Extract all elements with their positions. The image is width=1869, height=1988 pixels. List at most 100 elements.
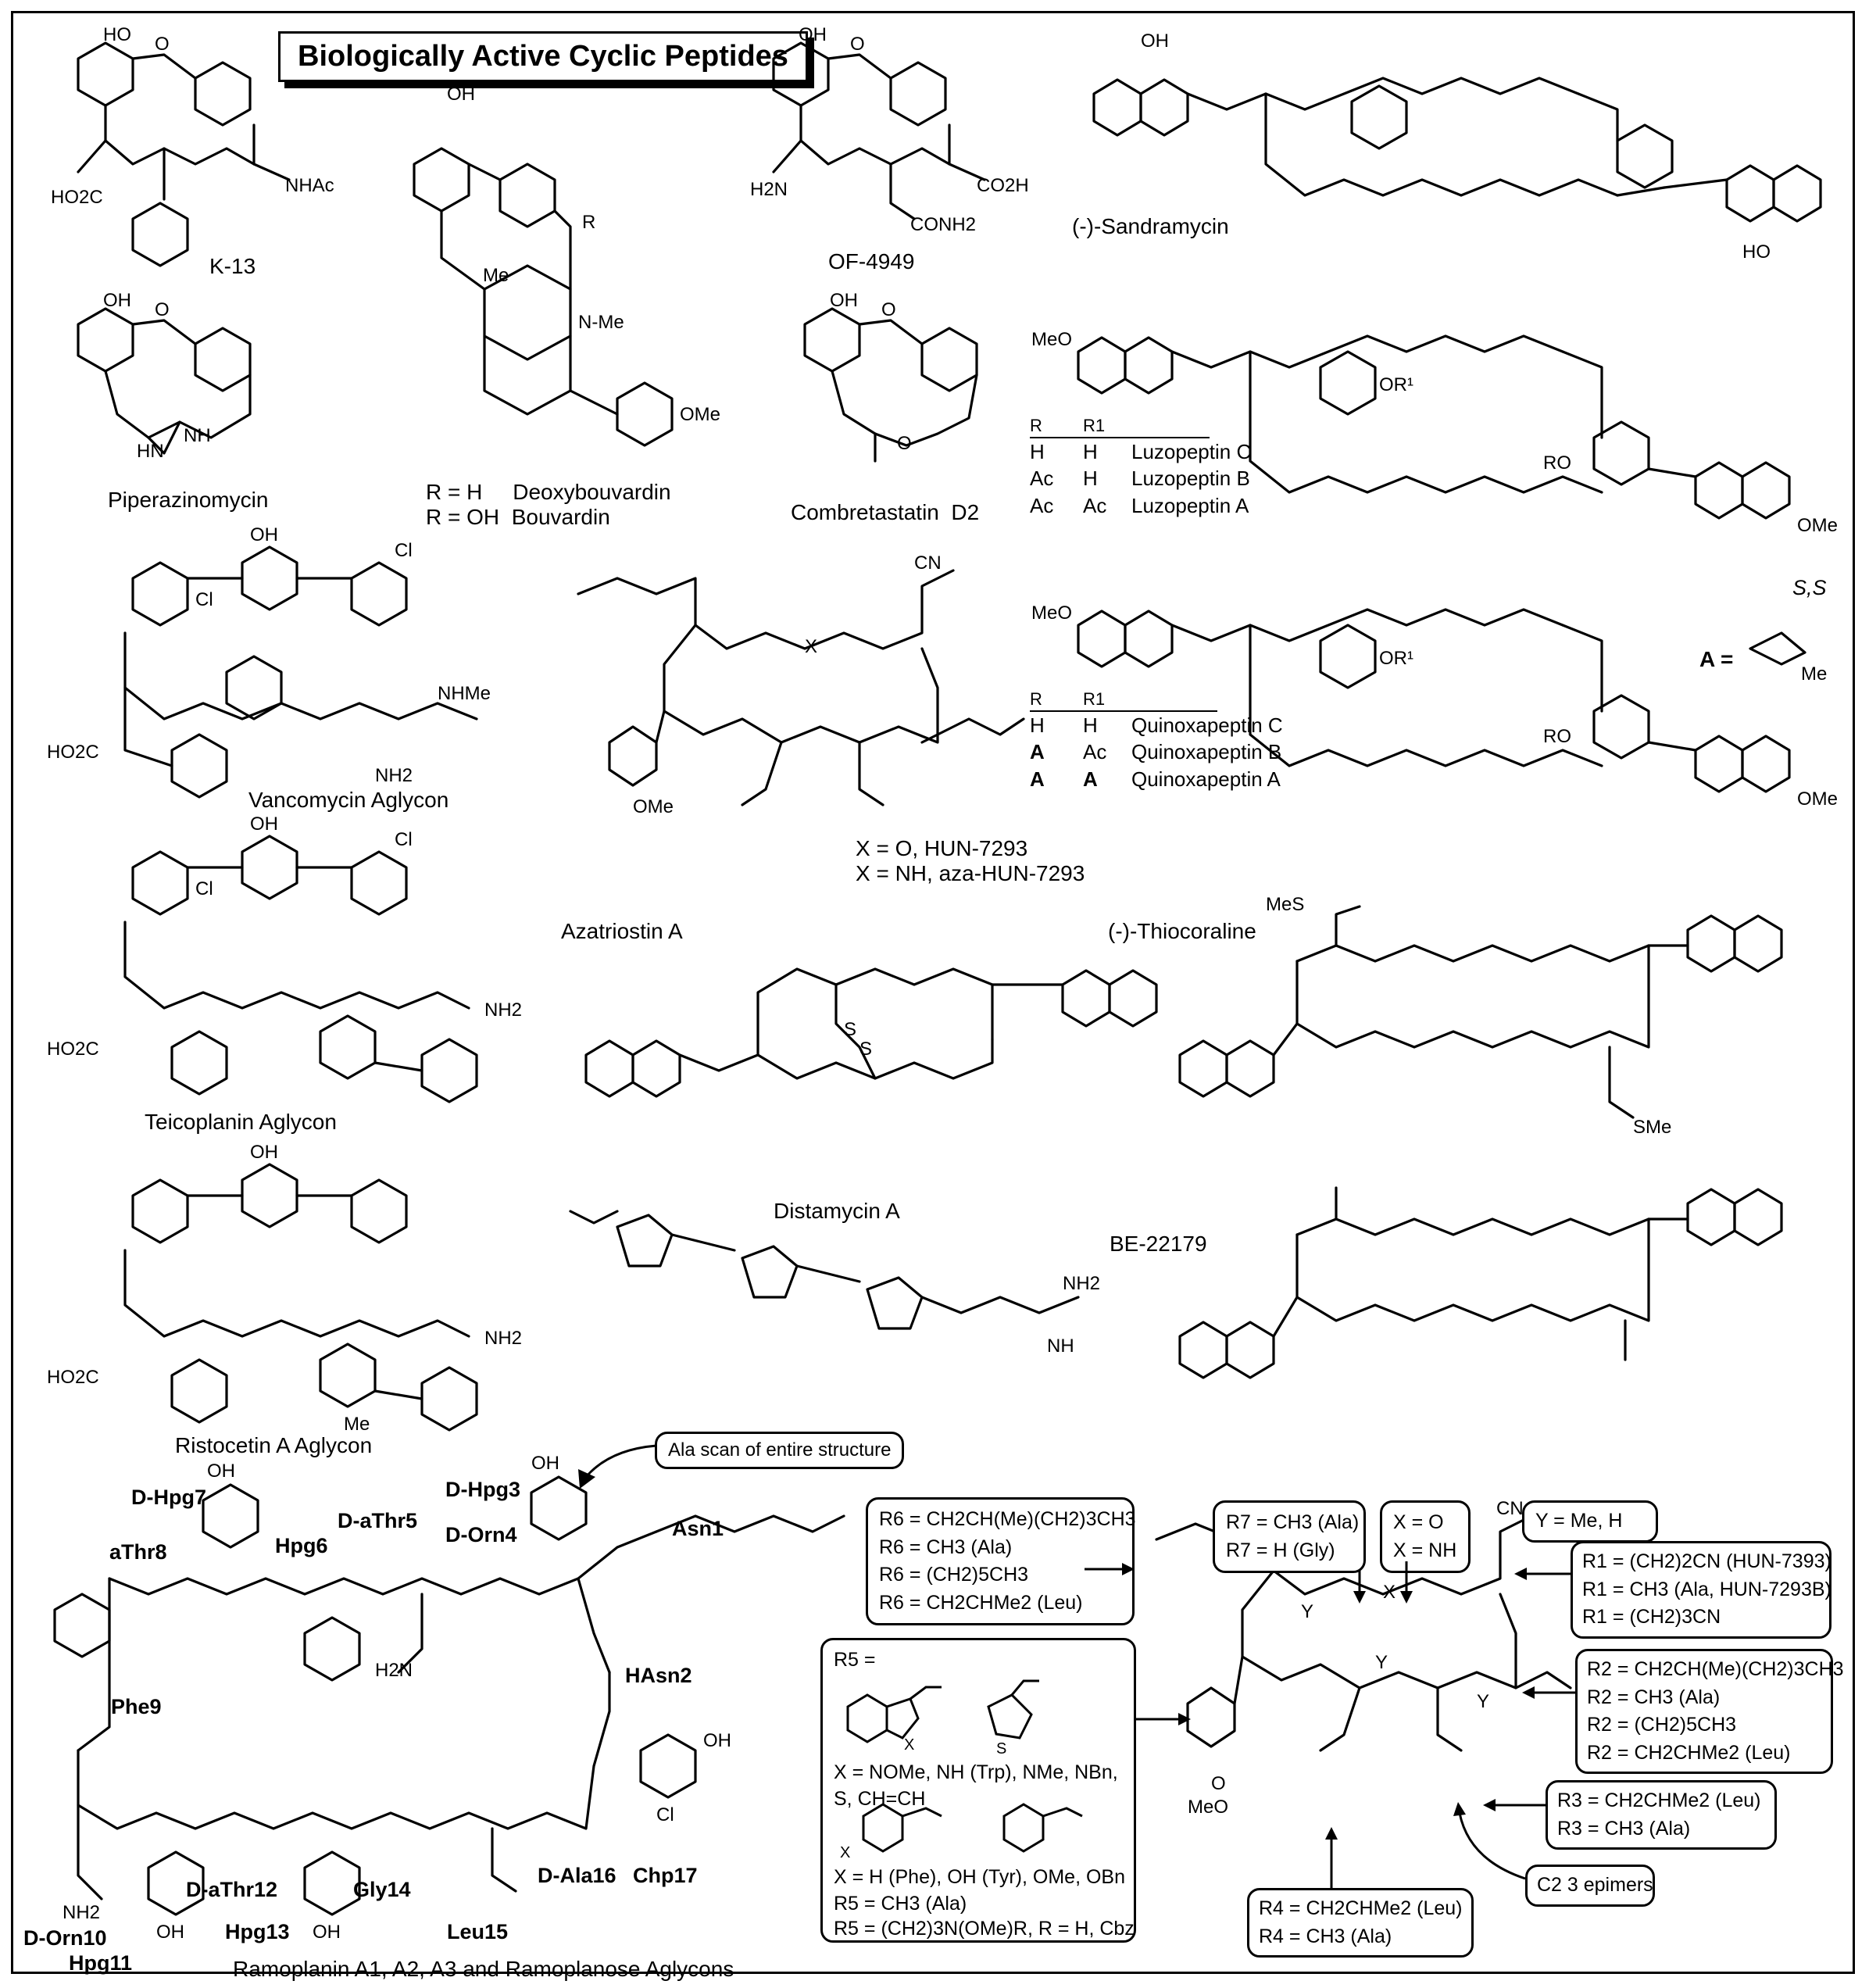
- luzo-r-0: H: [1030, 440, 1045, 464]
- quin-r1-2: A: [1083, 767, 1098, 791]
- svg-text:SMe: SMe: [1633, 1117, 1671, 1138]
- bouvardin-label-2: R = OH Bouvardin: [426, 505, 610, 529]
- r7-box: R7 = CH3 (Ala) R7 = H (Gly): [1213, 1500, 1366, 1573]
- luzo-r-1: Ac: [1030, 467, 1054, 491]
- res-chp17: Chp17: [633, 1864, 698, 1887]
- r2-line-1: R2 = CH3 (Ala): [1587, 1686, 1721, 1708]
- r6-line-1: R6 = CH3 (Ala): [879, 1536, 1013, 1558]
- svg-text:Cl: Cl: [195, 878, 213, 899]
- piperazinomycin-label: Piperazinomycin: [108, 488, 269, 512]
- res-d-orn4: D-Orn4: [445, 1523, 517, 1546]
- svg-text:OMe: OMe: [680, 404, 720, 425]
- svg-text:OH: OH: [799, 24, 827, 45]
- luzo-name-0: Luzopeptin C: [1131, 440, 1252, 464]
- svg-text:HO2C: HO2C: [47, 742, 99, 763]
- svg-text:MeO: MeO: [1031, 602, 1072, 624]
- svg-text:Cl: Cl: [395, 829, 413, 850]
- res-gly14: Gly14: [353, 1878, 411, 1901]
- quin-r-1: A: [1030, 740, 1045, 764]
- sandramycin-structure: OH HO: [1092, 30, 1822, 263]
- luzo-r-2: Ac: [1030, 493, 1054, 517]
- arrowhead-r7: [1353, 1591, 1366, 1604]
- svg-text:OH: OH: [1141, 30, 1169, 52]
- svg-text:H2N: H2N: [375, 1660, 413, 1681]
- r7-line-0: R7 = CH3 (Ala): [1226, 1511, 1360, 1533]
- quin-r-2: A: [1030, 767, 1045, 791]
- r2-box: R2 = CH2CH(Me)(CH2)3CH3 R2 = CH3 (Ala) R…: [1575, 1649, 1844, 1774]
- res-d-orn10: D-Orn10: [23, 1926, 107, 1950]
- c2-epimers-box: C2 3 epimers: [1525, 1865, 1655, 1907]
- luzo-r1-0: H: [1083, 440, 1098, 464]
- r4-line-0: R4 = CH2CHMe2 (Leu): [1259, 1897, 1463, 1919]
- arrowhead-ala-scan: [578, 1469, 595, 1489]
- res-d-ala16: D-Ala16: [538, 1864, 616, 1887]
- svg-text:OH: OH: [250, 1142, 278, 1163]
- svg-text:OH: OH: [830, 290, 858, 311]
- ala-scan-callout: Ala scan of entire structure: [655, 1432, 905, 1470]
- svg-text:CN: CN: [1496, 1498, 1524, 1519]
- svg-text:RO: RO: [1543, 726, 1571, 747]
- r4-box: R4 = CH2CHMe2 (Leu) R4 = CH3 (Ala): [1247, 1888, 1474, 1958]
- svg-text:NHAc: NHAc: [285, 175, 334, 196]
- svg-text:NH: NH: [1047, 1335, 1074, 1357]
- x-line-0: X = O: [1393, 1511, 1444, 1533]
- svg-text:R: R: [582, 212, 595, 233]
- r5-line-3: X = H (Phe), OH (Tyr), OMe, OBn: [834, 1866, 1125, 1888]
- svg-text:O: O: [155, 299, 170, 320]
- distamycin-label: Distamycin A: [774, 1199, 900, 1223]
- svg-text:OH: OH: [207, 1461, 235, 1482]
- svg-text:Y: Y: [1477, 1691, 1489, 1712]
- svg-text:X: X: [904, 1736, 914, 1754]
- r5-line-5: R5 = (CH2)3N(OMe)R, R = H, Cbz: [834, 1918, 1135, 1940]
- res-d-athr12: D-aThr12: [186, 1878, 278, 1901]
- svg-text:Y: Y: [1375, 1652, 1388, 1673]
- arrow-c2-epimers: [1458, 1812, 1526, 1880]
- svg-text:OR¹: OR¹: [1379, 374, 1413, 395]
- svg-text:NH2: NH2: [484, 1328, 522, 1349]
- of4949-label: OF-4949: [828, 249, 915, 274]
- res-hpg11: Hpg11: [69, 1951, 133, 1975]
- r1-box: R1 = (CH2)2CN (HUN-7393) R1 = CH3 (Ala, …: [1571, 1541, 1831, 1639]
- quin-r1-1: Ac: [1083, 740, 1107, 764]
- r5-box: R5 = X S X = NOMe, NH (Trp), NMe, NBn, S…: [820, 1638, 1136, 1943]
- sandramycin-label: (-)-Sandramycin: [1072, 214, 1229, 238]
- r6-line-3: R6 = CH2CHMe2 (Leu): [879, 1591, 1083, 1614]
- be22179-label: BE-22179: [1110, 1232, 1207, 1256]
- r5-line-4: R5 = CH3 (Ala): [834, 1893, 967, 1915]
- svg-text:OMe: OMe: [1797, 515, 1838, 536]
- svg-text:X: X: [1383, 1582, 1395, 1603]
- svg-text:S: S: [844, 1019, 856, 1040]
- luzo-r1-1: H: [1083, 467, 1098, 491]
- res-leu15: Leu15: [447, 1920, 509, 1943]
- svg-text:N-Me: N-Me: [578, 312, 624, 333]
- thiocoraline-structure: MeS SMe: [1178, 894, 1783, 1138]
- svg-text:MeS: MeS: [1266, 894, 1304, 915]
- quin-a-definition: A =: [1699, 647, 1734, 671]
- luzo-header-r1: R1: [1083, 416, 1106, 435]
- svg-text:O: O: [850, 34, 865, 55]
- azatriostin-label: Azatriostin A: [561, 919, 683, 943]
- ala-scan-text: Ala scan of entire structure: [668, 1439, 892, 1461]
- svg-text:O: O: [897, 433, 912, 454]
- r3-line-0: R3 = CH2CHMe2 (Leu): [1557, 1790, 1761, 1811]
- svg-text:H2N: H2N: [750, 179, 788, 200]
- quin-header-r1: R1: [1083, 689, 1106, 709]
- quin-name-2: Quinoxapeptin A: [1131, 767, 1281, 791]
- vancomycin-label: Vancomycin Aglycon: [248, 788, 449, 812]
- quin-r1-0: H: [1083, 713, 1098, 738]
- arrowhead-r5: [1178, 1713, 1191, 1725]
- y-box: Y = Me, H: [1522, 1500, 1658, 1543]
- svg-text:X: X: [805, 636, 817, 657]
- svg-text:OH: OH: [156, 1922, 184, 1943]
- svg-text:NH2: NH2: [375, 765, 413, 786]
- svg-text:HO2C: HO2C: [47, 1039, 99, 1060]
- svg-text:HO: HO: [1742, 241, 1771, 263]
- r1-line-0: R1 = (CH2)2CN (HUN-7393): [1582, 1550, 1831, 1572]
